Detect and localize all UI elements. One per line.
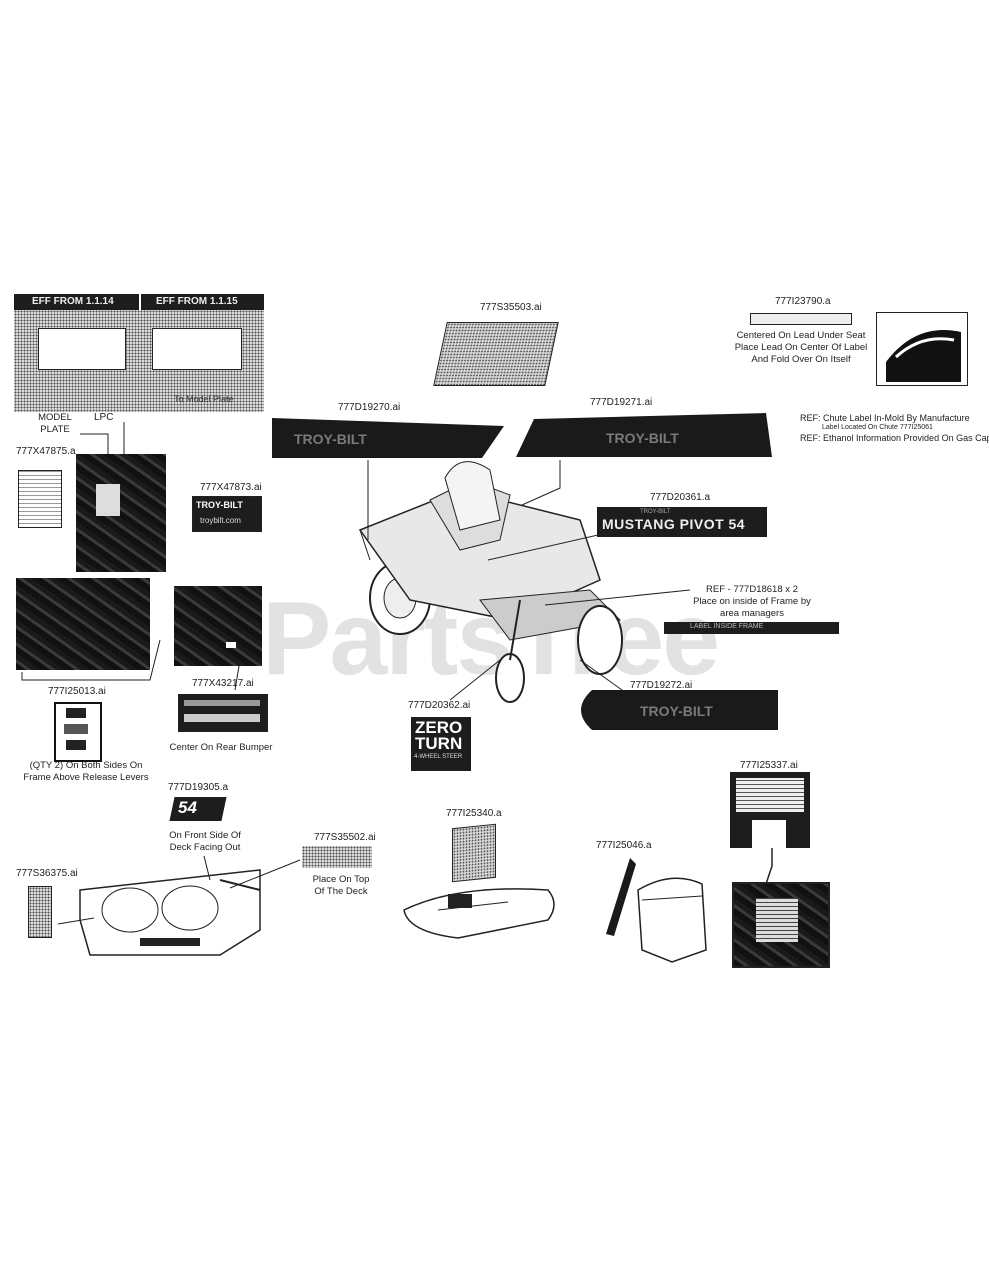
part-777D19305: 777D19305.a bbox=[168, 782, 229, 793]
decal-777X43217-line2 bbox=[184, 714, 260, 722]
part-777D19270: 777D19270.ai bbox=[338, 402, 401, 413]
decal-777D20361-text: MUSTANG PIVOT 54 bbox=[602, 516, 746, 532]
dash-leader bbox=[765, 848, 773, 885]
rear-bumper-note: Center On Rear Bumper bbox=[169, 742, 273, 753]
decal-777X43217-line1 bbox=[184, 700, 260, 706]
decal-777I25013-icons bbox=[64, 708, 88, 750]
eff-label-left bbox=[38, 328, 126, 370]
ref-ethanol-note: REF: Ethanol Information Provided On Gas… bbox=[800, 433, 989, 443]
decal-777X47873-brand: TROY-BILT bbox=[196, 500, 243, 510]
eff-header-left bbox=[14, 294, 139, 310]
decal-777S36375 bbox=[28, 886, 52, 938]
ref-frame-note: REF - 777D18618 x 2 Place on inside of F… bbox=[693, 584, 811, 619]
eff-header-right bbox=[141, 294, 264, 310]
part-777I25337: 777I25337.ai bbox=[740, 760, 798, 771]
part-777I23790: 777I23790.a bbox=[775, 296, 831, 307]
decal-777I23790-strip bbox=[750, 313, 852, 325]
part-777X47875: 777X47875.a bbox=[16, 446, 76, 457]
decal-777I25337-panel bbox=[736, 778, 804, 812]
ref-chute-note: REF: Chute Label In-Mold By Manufacture bbox=[800, 413, 970, 423]
dash-photo-sticker bbox=[756, 898, 798, 942]
decal-deck54-text: 54 bbox=[178, 798, 197, 817]
decal-777D20361-small: TROY-BILT bbox=[640, 509, 671, 515]
decal-777D19271-text: TROY-BILT bbox=[606, 430, 679, 446]
deck-top-illustration bbox=[403, 888, 555, 939]
part-777D19271: 777D19271.ai bbox=[590, 397, 653, 408]
eff-label-right bbox=[152, 328, 242, 370]
lever-photo bbox=[16, 578, 150, 670]
rear-bumper-photo bbox=[174, 586, 262, 666]
decal-777X47873 bbox=[192, 496, 262, 532]
top-deck-note: Place On Top Of The Deck bbox=[312, 874, 370, 897]
ref-chute-sub: Label Located On Chute 777I25061 bbox=[822, 424, 933, 431]
decal-777X47873-url: troybilt.com bbox=[200, 516, 241, 525]
part-777X43217: 777X43217.ai bbox=[192, 678, 254, 689]
lpc-callout: LPC bbox=[94, 412, 114, 423]
part-777X47873: 777X47873.ai bbox=[200, 482, 262, 493]
model-plate-sticker bbox=[96, 484, 120, 516]
decal-frame-strip-text: LABEL INSIDE FRAME bbox=[690, 623, 764, 630]
decal-777D19270: TROY-BILT bbox=[272, 418, 504, 458]
part-777D19272: 777D19272.ai bbox=[630, 680, 693, 691]
chute-illustration bbox=[637, 877, 707, 963]
decal-777X47875 bbox=[18, 470, 62, 528]
lead-note: Centered On Lead Under Seat Place Lead O… bbox=[734, 330, 868, 365]
seat-lead-drawing bbox=[886, 330, 961, 382]
decal-turn-text: TURN bbox=[415, 734, 463, 753]
part-777S35503: 777S35503.ai bbox=[480, 302, 542, 313]
release-levers-note: (QTY 2) On Both Sides On Frame Above Rel… bbox=[23, 760, 149, 783]
part-777I25046: 777I25046.a bbox=[596, 840, 652, 851]
model-plate-callout: MODEL PLATE bbox=[38, 412, 72, 435]
part-777S36375: 777S36375.ai bbox=[16, 868, 78, 879]
decal-777D20361 bbox=[597, 507, 767, 537]
decal-777D19271: TROY-BILT bbox=[516, 413, 772, 457]
model-plate-leaders bbox=[80, 422, 125, 460]
part-777S35502: 777S35502.ai bbox=[314, 832, 376, 843]
eff-footer: To Model Plate bbox=[174, 394, 234, 404]
part-777D20361: 777D20361.a bbox=[650, 492, 711, 503]
part-777I25340: 777I25340.a bbox=[446, 808, 502, 819]
decal-wheel-steer-text: 4-WHEEL STEER bbox=[414, 754, 463, 760]
mower-illustration bbox=[358, 461, 623, 703]
decal-777D19270-text: TROY-BILT bbox=[294, 431, 367, 447]
front-deck-note: On Front Side Of Deck Facing Out bbox=[169, 830, 241, 853]
decal-777D20362 bbox=[411, 717, 471, 771]
eff-header-right-text: EFF FROM 1.1.15 bbox=[156, 296, 238, 307]
decal-777I25337-notch bbox=[752, 820, 786, 848]
decal-zero-text: ZERO bbox=[415, 718, 463, 737]
model-plate-photo bbox=[76, 454, 166, 572]
decal-777I25046 bbox=[606, 858, 636, 936]
rear-bumper-sticker bbox=[226, 642, 236, 648]
eff-header-left-text: EFF FROM 1.1.14 bbox=[32, 296, 114, 307]
part-777I25013: 777I25013.ai bbox=[48, 686, 106, 697]
part-777D20362: 777D20362.ai bbox=[408, 700, 471, 711]
eff-panel: EFF FROM 1.1.14 EFF FROM 1.1.15 To Model… bbox=[14, 294, 264, 412]
decal-777D19272-text: TROY-BILT bbox=[640, 703, 713, 719]
decal-777I25340 bbox=[452, 823, 496, 883]
decal-777S35502 bbox=[302, 846, 372, 868]
decal-777D19272: TROY-BILT bbox=[581, 690, 778, 730]
decal-frame-strip bbox=[664, 622, 839, 634]
